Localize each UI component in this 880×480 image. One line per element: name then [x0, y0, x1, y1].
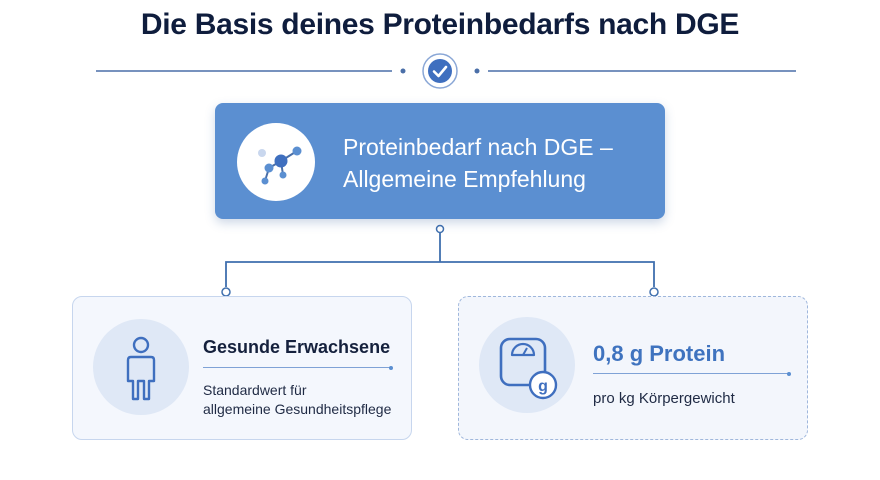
title-divider-left-dot: [400, 68, 406, 74]
check-badge-icon: [422, 53, 458, 89]
molecule-icon: [258, 146, 302, 185]
healthy-adults-rule: [203, 365, 393, 370]
main-box-line1: Proteinbedarf nach DGE –: [343, 134, 613, 160]
scale-badge-letter: g: [538, 378, 548, 395]
protein-amount-heading: 0,8 g Protein: [593, 341, 726, 366]
molecule-icon-circle: [237, 123, 315, 201]
main-recommendation-box: Proteinbedarf nach DGE – Allgemeine Empf…: [215, 103, 665, 219]
healthy-adults-card: Gesunde Erwachsene Standardwert für allg…: [72, 296, 412, 440]
connector-node-top: [435, 224, 445, 234]
protein-amount-card: g 0,8 g Protein pro kg Körpergewicht: [458, 296, 808, 440]
healthy-adults-sub-line1: Standardwert für: [203, 382, 307, 398]
scale-icon: g: [499, 337, 558, 400]
main-box-text: Proteinbedarf nach DGE – Allgemeine Empf…: [343, 131, 613, 195]
person-icon-circle: [93, 319, 189, 415]
connector-branch: [225, 261, 655, 287]
healthy-adults-heading: Gesunde Erwachsene: [203, 337, 391, 357]
healthy-adults-sub-line2: allgemeine Gesundheitspflege: [203, 401, 392, 417]
title-divider-right-dot: [474, 68, 480, 74]
connector-node-right: [649, 287, 659, 297]
connector-node-left: [221, 287, 231, 297]
protein-amount-rule: [593, 371, 791, 376]
page-title: Die Basis deines Proteinbedarfs nach DGE: [140, 8, 740, 41]
healthy-adults-subtext: Standardwert für allgemeine Gesundheitsp…: [203, 381, 391, 419]
protein-amount-subtext: pro kg Körpergewicht: [593, 390, 735, 407]
main-box-line2: Allgemeine Empfehlung: [343, 166, 586, 192]
person-icon: [126, 336, 156, 401]
scale-icon-circle: g: [479, 317, 575, 413]
